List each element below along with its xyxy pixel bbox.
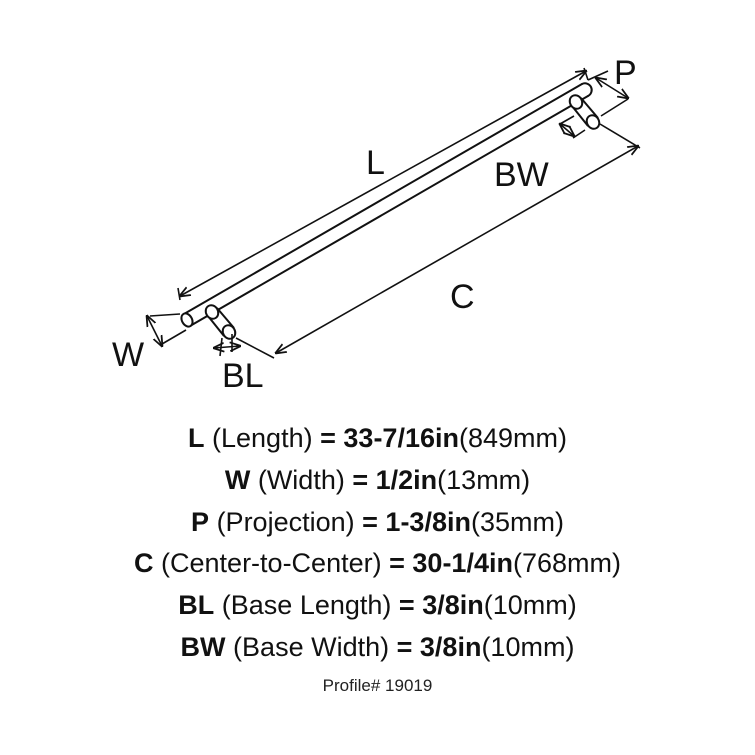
spec-center-to-center: C (Center-to-Center) = 30-1/4in(768mm) <box>134 548 621 579</box>
profile-number: Profile# 19019 <box>322 676 433 695</box>
spec-imperial: 3/8in <box>422 590 484 621</box>
label-BW: BW <box>494 156 549 194</box>
projection-dimension <box>587 70 628 117</box>
spec-code: BL <box>178 590 215 621</box>
spec-code: C <box>134 548 154 579</box>
spec-code: L <box>188 423 205 453</box>
base-width-dimension <box>560 115 586 139</box>
spec-name: (Center-to-Center) <box>161 548 382 579</box>
spec-base-length: BL (Base Length) = 3/8in(10mm) <box>178 590 577 621</box>
spec-name: (Projection) <box>216 506 355 537</box>
spec-metric: (10mm) <box>481 631 575 662</box>
label-BL: BL <box>222 357 264 395</box>
label-C: C <box>450 278 475 316</box>
spec-code: W <box>224 464 251 495</box>
spec-imperial: 1-3/8in <box>385 506 471 537</box>
spec-metric: (13mm) <box>437 464 531 495</box>
label-L: L <box>366 144 385 182</box>
label-W: W <box>112 336 144 374</box>
base-length-dimension <box>214 334 240 357</box>
spec-name: (Length) <box>212 423 313 453</box>
spec-code: P <box>191 506 210 537</box>
spec-metric: (768mm) <box>512 548 621 579</box>
spec-projection: P (Projection) = 1-3/8in(35mm) <box>191 506 564 537</box>
spec-metric: (10mm) <box>483 590 577 621</box>
spec-imperial: 33-7/16in <box>343 423 459 453</box>
spec-length: L (Length) = 33-7/16in(849mm) <box>188 423 567 453</box>
label-P: P <box>614 54 637 92</box>
spec-imperial: 30-1/4in <box>412 548 513 579</box>
center-to-center-dimension <box>235 123 640 359</box>
spec-name: (Base Width) <box>233 631 390 662</box>
spec-imperial: 3/8in <box>419 631 482 662</box>
handle-dimension-diagram: L P BW C W BL <box>112 54 755 395</box>
spec-name: (Base Length) <box>221 590 392 621</box>
specification-list: L (Length) = 33-7/16in(849mm) W (Width) … <box>0 418 755 669</box>
spec-base-width: BW (Base Width) = 3/8in(10mm) <box>180 631 575 662</box>
spec-metric: (849mm) <box>458 423 567 453</box>
spec-width: W (Width) = 1/2in(13mm) <box>224 464 531 495</box>
spec-name: (Width) <box>257 464 345 495</box>
width-dimension <box>147 314 187 346</box>
bar-handle <box>180 82 593 328</box>
spec-code: BW <box>180 631 226 662</box>
spec-metric: (35mm) <box>470 506 564 537</box>
spec-imperial: 1/2in <box>375 464 438 495</box>
